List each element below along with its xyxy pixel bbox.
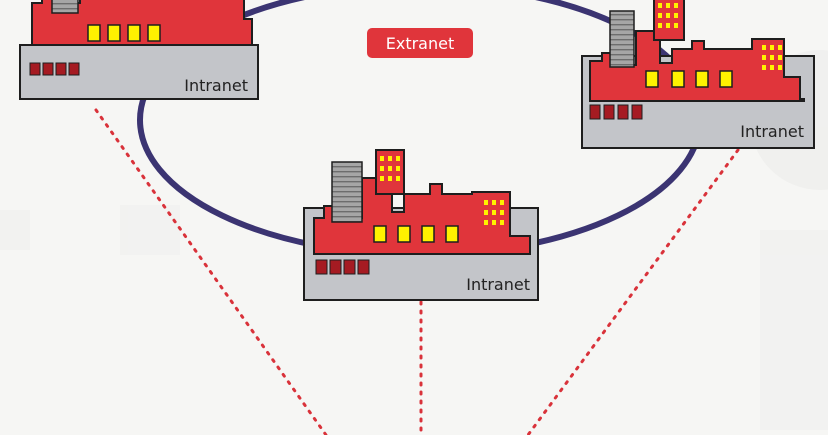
dotted-connectors [94,108,740,435]
factory-tower [331,161,363,223]
connector-left [94,108,328,435]
small-windows [658,3,782,70]
intranet-node-top-left[interactable]: Intranet [19,0,259,100]
yellow-windows [87,24,161,42]
small-windows [380,156,504,225]
extranet-label-text: Extranet [386,34,455,53]
extranet-label: Extranet [367,28,473,58]
yellow-windows [373,225,459,243]
intranet-label: Intranet [466,275,530,294]
connector-right [526,148,740,435]
intranet-node-top-right[interactable]: Intranet [581,0,815,149]
ground-windows [29,62,80,76]
yellow-windows [645,70,733,88]
factory-tower [51,0,79,14]
factory-building [31,0,253,46]
intranet-node-center[interactable]: Intranet [303,149,539,301]
ground-windows [589,104,643,120]
ground-windows [315,259,370,275]
intranet-label: Intranet [740,122,804,141]
factory-tower [609,10,635,68]
intranet-label: Intranet [184,76,248,95]
